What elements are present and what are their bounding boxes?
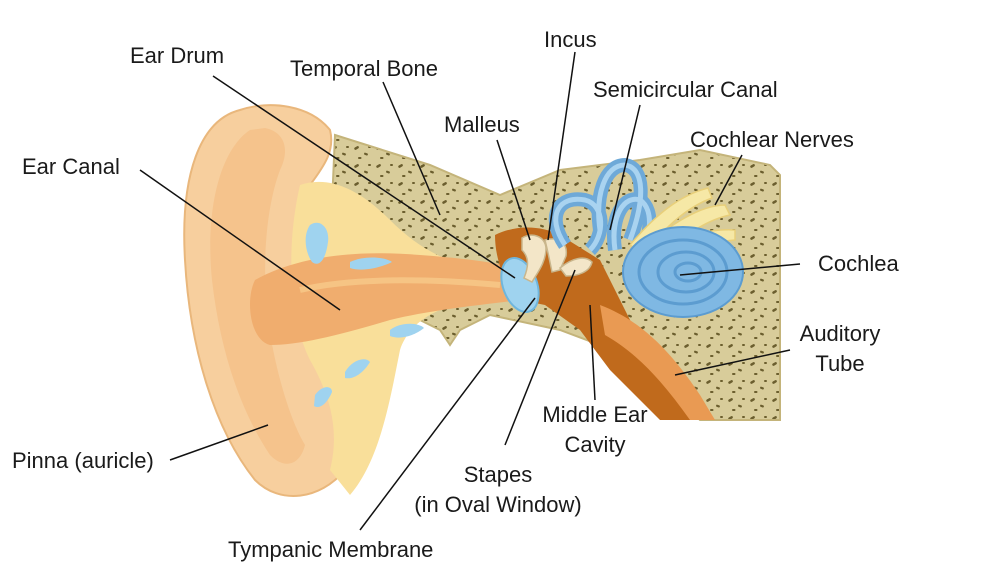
label-middle-ear-cavity-line1: Middle Ear	[542, 402, 648, 427]
label-stapes: Stapes (in Oval Window)	[400, 460, 596, 520]
label-semicircular-canal: Semicircular Canal	[593, 77, 778, 102]
middle-ear-cavity	[495, 227, 700, 420]
auditory-tube	[600, 305, 715, 420]
ear-canal-highlight	[299, 277, 501, 293]
label-auditory-tube-line1: Auditory	[799, 321, 881, 346]
label-middle-ear-cavity-line2: Cavity	[564, 432, 626, 457]
fat-pad	[305, 222, 329, 264]
fat-pad	[350, 257, 392, 270]
label-ear-canal: Ear Canal	[22, 154, 120, 179]
ear-canal	[250, 253, 520, 345]
label-temporal-bone: Temporal Bone	[290, 56, 438, 81]
label-auditory-tube-line2: Tube	[815, 351, 865, 376]
label-incus: Incus	[544, 27, 597, 52]
label-stapes-line1: Stapes	[463, 462, 533, 487]
malleus	[521, 234, 547, 283]
label-ear-drum: Ear Drum	[130, 43, 225, 68]
label-malleus: Malleus	[444, 112, 520, 137]
fat-pad	[345, 359, 370, 379]
label-auditory-tube: Auditory Tube	[790, 319, 890, 379]
leader-lines	[139, 51, 801, 531]
fat-pad	[390, 323, 424, 338]
fat-pad	[314, 387, 332, 408]
label-middle-ear-cavity: Middle Ear Cavity	[530, 400, 660, 460]
cochlea	[622, 226, 744, 318]
label-cochlear-nerves: Cochlear Nerves	[690, 127, 854, 152]
label-stapes-line2: (in Oval Window)	[414, 492, 582, 517]
label-tympanic-membrane: Tympanic Membrane	[228, 537, 434, 562]
label-pinna: Pinna (auricle)	[12, 448, 154, 473]
label-cochlea: Cochlea	[818, 251, 899, 276]
